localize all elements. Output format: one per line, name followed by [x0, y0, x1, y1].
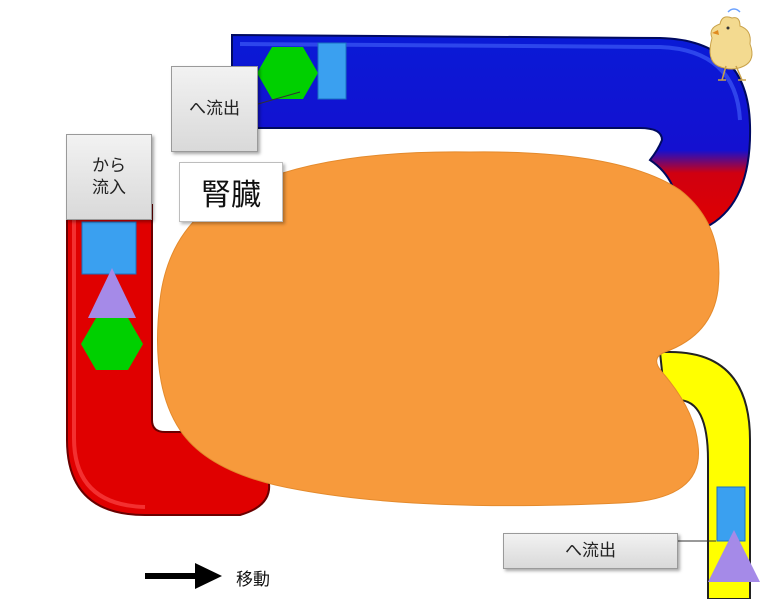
move-legend-label: 移動 [236, 570, 270, 590]
outflow-top-label: へ流出 [171, 66, 258, 152]
move-arrow-icon [145, 563, 222, 589]
organ-label: 腎臓 [179, 162, 283, 222]
connector-outflow-top [257, 91, 301, 105]
inflow-label: から 流入 [66, 134, 152, 220]
outflow-bottom-label: へ流出 [503, 533, 678, 569]
chick-illustration [709, 8, 753, 81]
kidney [157, 151, 720, 507]
hexagon-token-outflow-top [257, 47, 318, 99]
triangle-token-outflow-bottom [708, 530, 760, 582]
inflow-tube-highlight [72, 215, 146, 509]
hexagon-token-inflow [81, 318, 143, 370]
square-token-inflow [81, 221, 137, 275]
square-token-outflow-top [317, 42, 347, 100]
triangle-token-inflow [88, 268, 136, 318]
square-token-outflow-bottom [716, 486, 746, 542]
